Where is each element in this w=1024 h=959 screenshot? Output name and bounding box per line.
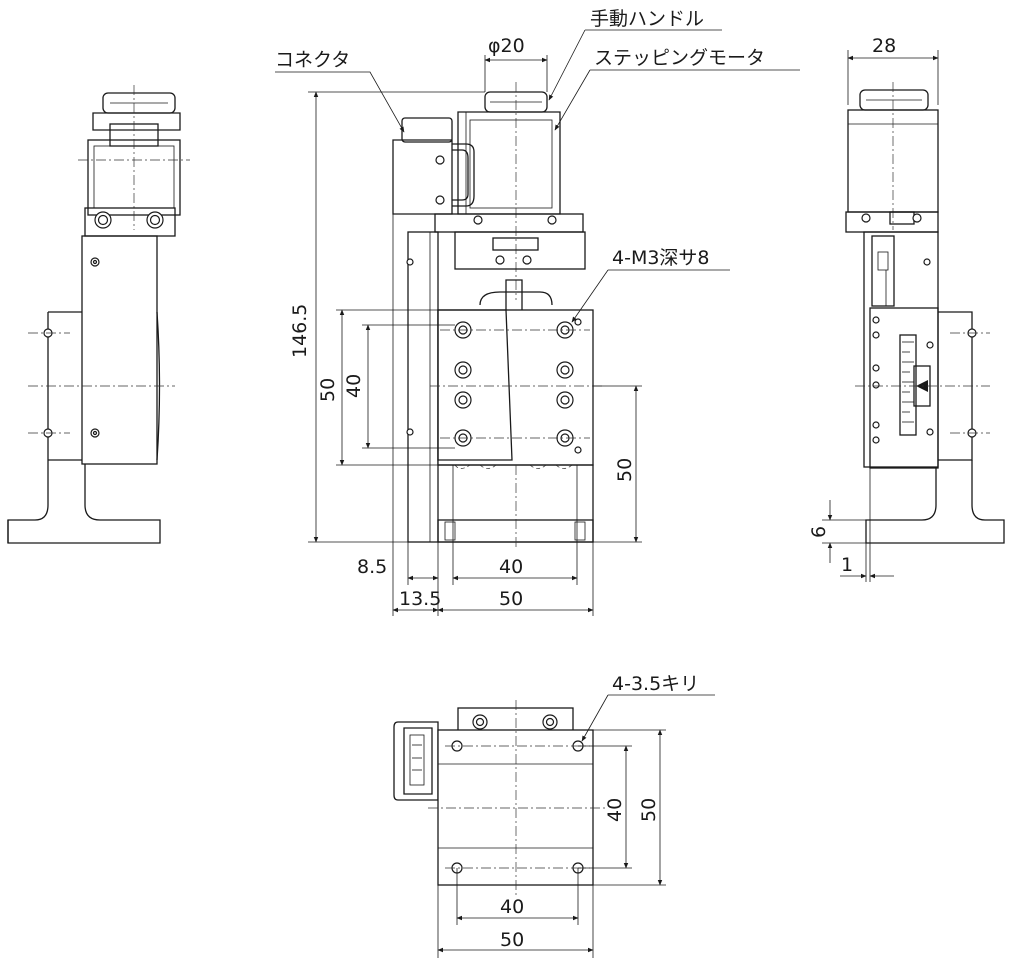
- label-phi20: φ20: [488, 35, 525, 57]
- tapped-hole: [556, 391, 574, 409]
- dim-13-5: 13.5: [399, 588, 441, 610]
- dim-50-right: 50: [614, 458, 636, 482]
- dim-40-bottom: 40: [499, 556, 523, 578]
- label-stepping-motor: ステッピングモータ: [594, 47, 765, 69]
- plan-stage-table: [437, 729, 594, 886]
- tapped-hole: [454, 361, 472, 379]
- left-side-view: [7, 85, 190, 544]
- dim-plan-40-h: 40: [500, 896, 524, 918]
- dim-50-bottom: 50: [499, 588, 523, 610]
- column-body: [81, 235, 158, 465]
- dim-8-5: 8.5: [357, 556, 387, 578]
- label-connector: コネクタ: [275, 49, 350, 71]
- dim-28: 28: [872, 35, 896, 57]
- screw-hole: [146, 211, 164, 229]
- dim-146-5: 146.5: [289, 304, 311, 358]
- front-view: [392, 82, 605, 550]
- dimension-lines: [308, 50, 939, 958]
- label-tapped-holes: 4-M3深サ8: [612, 247, 710, 269]
- plan-view: [393, 700, 605, 895]
- dim-plan-50-v: 50: [638, 798, 660, 822]
- column: [407, 231, 439, 543]
- tapped-hole: [556, 361, 574, 379]
- annotation-texts: 手動ハンドル φ20 コネクタ ステッピングモータ 4-M3深サ8 4-3.5キ…: [275, 8, 896, 951]
- leader-lines: [275, 29, 800, 742]
- label-manual-handle: 手動ハンドル: [590, 8, 704, 30]
- connector: [401, 117, 453, 143]
- mount-hole: [472, 714, 488, 730]
- mount-hole: [542, 714, 558, 730]
- dim-1: 1: [841, 554, 853, 576]
- dim-plan-40-v: 40: [604, 798, 626, 822]
- dim-plan-50-h: 50: [500, 929, 524, 951]
- dim-6: 6: [808, 526, 830, 538]
- label-through-holes: 4-3.5キリ: [612, 673, 699, 695]
- screw-hole: [94, 211, 112, 229]
- tapped-hole: [454, 391, 472, 409]
- right-side-view: [845, 82, 1005, 544]
- dim-40-left: 40: [343, 374, 365, 398]
- dim-50-left: 50: [317, 378, 339, 402]
